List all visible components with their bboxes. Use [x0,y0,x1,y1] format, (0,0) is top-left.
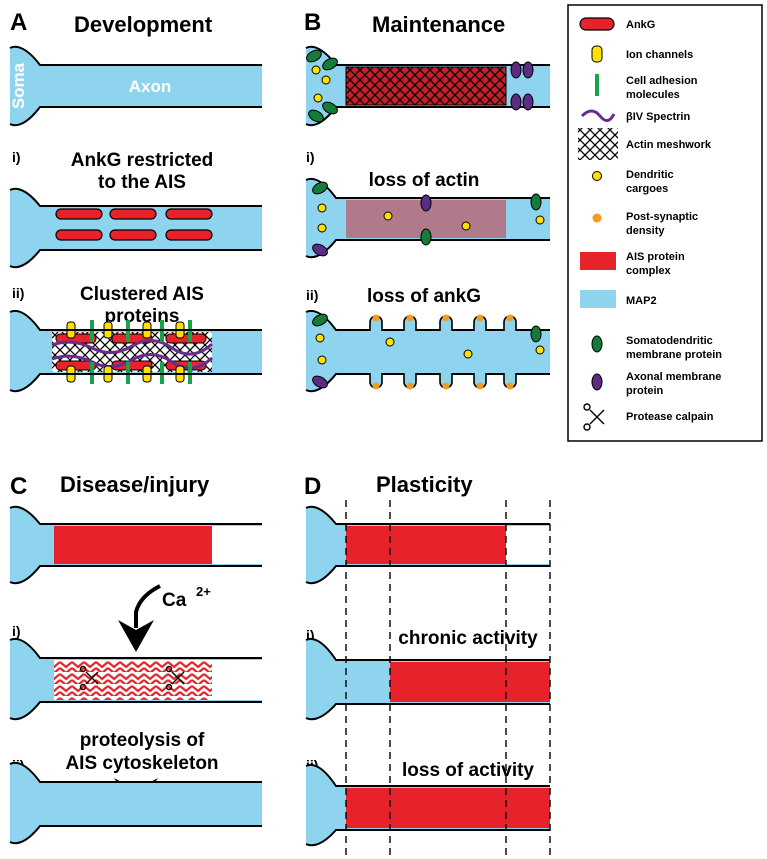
calcium-label: Ca [162,590,187,611]
legend-psd-line2: density [626,225,665,237]
panel-b-title: Maintenance [372,12,505,37]
protease-calpain-icon [583,403,605,431]
legend-axonal-line2: protein [626,385,664,397]
panel-a-neuron-top: Soma Axon [9,45,262,127]
panel-a-neuron-i [9,187,262,269]
legend-dendritic-line2: cargoes [626,183,668,195]
beta-iv-spectrin-icon [580,109,616,122]
axonal-protein-icon [591,373,603,391]
panel-d-neuron-i [305,637,550,721]
dendritic-cargo-icon [592,171,602,181]
legend-map2: MAP2 [626,295,657,307]
legend-ankg: AnkG [626,19,655,31]
legend-cell-adhesion-line1: Cell adhesion [626,75,698,87]
panel-b-ii-label: ii) [306,287,318,303]
ais-protein-complex-icon [580,252,616,270]
panel-b-neuron-ii [305,309,550,393]
legend-cell-adhesion-line2: molecules [626,89,680,101]
legend-psd-line1: Post-synaptic [626,211,698,223]
panel-d-i-title: chronic activity [398,628,538,649]
panel-b-i-title: loss of actin [369,170,480,191]
panel-d-title: Plasticity [376,472,473,497]
panel-c-i-label: i) [12,623,21,639]
soma-label: Soma [9,62,28,109]
legend-actin-meshwork: Actin meshwork [626,139,712,151]
legend-somatodendritic-line1: Somatodendritic [626,335,713,347]
ankg-icon [579,17,615,31]
calcium-charge: 2+ [196,584,211,599]
panel-b-neuron-i [305,177,550,259]
legend-beta-iv-spectrin: βIV Spectrin [626,111,690,123]
post-synaptic-density-icon [592,213,602,223]
panel-a-ii-title-line2: proteins [105,306,180,327]
calcium-arrow-icon [118,584,161,652]
panel-a-ii-label: ii) [12,285,24,301]
panel-b-i-label: i) [306,149,315,165]
panel-d-neuron-ii [305,763,550,847]
legend-dendritic-line1: Dendritic [626,169,674,181]
legend-ion-channels: Ion channels [626,49,693,61]
panel-c-ii-title-line2: AIS cytoskeleton [65,753,218,774]
somatodendritic-protein-icon [591,335,603,353]
legend-axonal-line1: Axonal membrane [626,371,721,383]
panel-c-ii-title-line1: proteolysis of [80,730,205,751]
panel-c-neuron-i [9,637,262,721]
actin-meshwork-icon [578,128,618,160]
panel-d-ii-title: loss of activity [402,760,534,781]
legend-ais-complex-line2: complex [626,265,672,277]
panel-c-title: Disease/injury [60,472,210,497]
panel-a-letter: A [10,9,27,36]
panel-b-neuron-top [305,45,550,127]
map2-icon [580,290,616,308]
panel-d-i-label: i) [306,627,315,643]
ion-channel-icon [591,45,603,63]
panel-a-ii-title-line1: Clustered AIS [80,284,204,305]
panel-d-letter: D [304,473,321,500]
panel-b-ii-title: loss of ankG [367,286,481,307]
legend-ais-complex-line1: AIS protein [626,251,685,263]
panel-a-i-label: i) [12,149,21,165]
legend-protease-calpain: Protease calpain [626,411,714,423]
panel-d-neuron-top [305,505,550,585]
panel-a-title: Development [74,12,213,37]
panel-a-i-title-line2: to the AIS [98,172,186,193]
panel-c-neuron-ii [9,761,262,845]
axon-label: Axon [129,77,172,96]
panel-c-letter: C [10,473,27,500]
cell-adhesion-icon [595,74,599,96]
legend: AnkG Ion channels Cell adhesion molecule… [567,4,763,442]
panel-a-i-title-line1: AnkG restricted [71,150,214,171]
panel-c-neuron-top [9,505,262,585]
panel-b-letter: B [304,9,321,36]
legend-somatodendritic-line2: membrane protein [626,349,722,361]
panel-a-neuron-ii [9,309,262,393]
